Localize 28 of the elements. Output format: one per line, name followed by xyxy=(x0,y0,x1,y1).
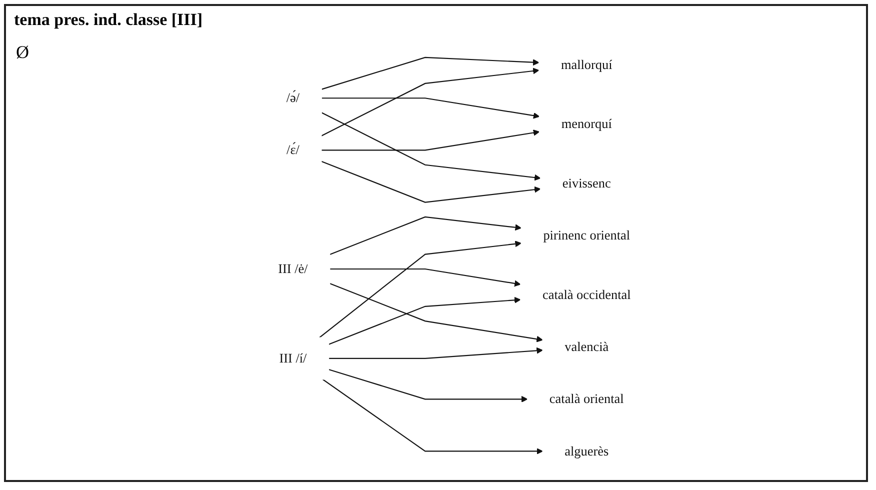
node-text: pirinenc oriental xyxy=(542,228,630,243)
arrow xyxy=(329,216,522,255)
arrow xyxy=(320,112,540,181)
arrow xyxy=(320,130,540,151)
arrow xyxy=(320,68,539,136)
node-text: menorquí xyxy=(560,116,612,132)
arrow xyxy=(320,56,539,90)
node-text: III /í/ xyxy=(278,350,306,366)
arrow xyxy=(328,296,520,345)
symbol-label: Ø xyxy=(16,42,29,63)
diagram-title: tema pres. ind. classe [III] xyxy=(14,10,203,30)
node-text: eivissenc xyxy=(562,176,610,191)
arrow xyxy=(329,268,520,287)
arrow xyxy=(329,283,542,342)
node-text: alguerès xyxy=(564,444,608,458)
arrow xyxy=(321,98,540,119)
node-text: català oriental xyxy=(548,391,624,406)
arrow xyxy=(328,368,528,402)
node-text: valencià xyxy=(564,339,608,354)
node-text: mallorquí xyxy=(560,57,612,72)
arrow xyxy=(320,160,540,203)
node-text: català occidental xyxy=(542,287,630,302)
arrow xyxy=(328,347,542,360)
arrow xyxy=(322,378,542,454)
node-text: /ɛ́/ xyxy=(286,142,299,158)
node-text: /ə́/ xyxy=(286,90,300,106)
arrow xyxy=(318,240,522,338)
node-text: III /ė/ xyxy=(278,261,308,276)
